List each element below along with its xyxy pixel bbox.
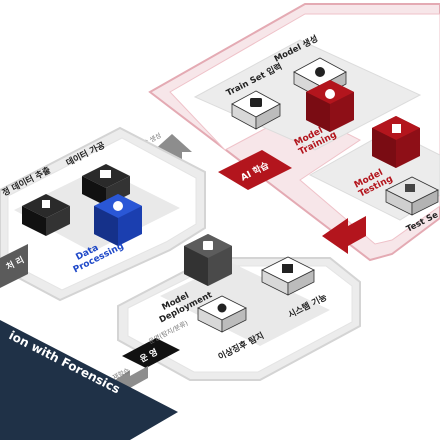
model-testing-block: Model Testing (353, 116, 420, 200)
settings-window-icon (282, 264, 293, 273)
gear-icon (113, 201, 123, 211)
red-flow-arrow (322, 216, 366, 254)
pie-icon (315, 67, 325, 77)
deploy-icon (203, 241, 213, 250)
processing-tag: 처 리 (0, 244, 28, 288)
pencil-icon (392, 124, 401, 133)
eye-icon (217, 303, 227, 313)
network-icon (250, 98, 262, 107)
data-extract-box: 정 데이터 추출 (0, 165, 70, 236)
database-icon (42, 200, 50, 208)
test-set-box: Test Se (385, 176, 440, 235)
model-training-block: Model Training (293, 80, 354, 158)
monitor-icon (100, 170, 111, 178)
ai-learning-tag: AI 학습 (218, 150, 292, 190)
cards-icon (405, 184, 415, 192)
brain-icon (325, 89, 335, 99)
